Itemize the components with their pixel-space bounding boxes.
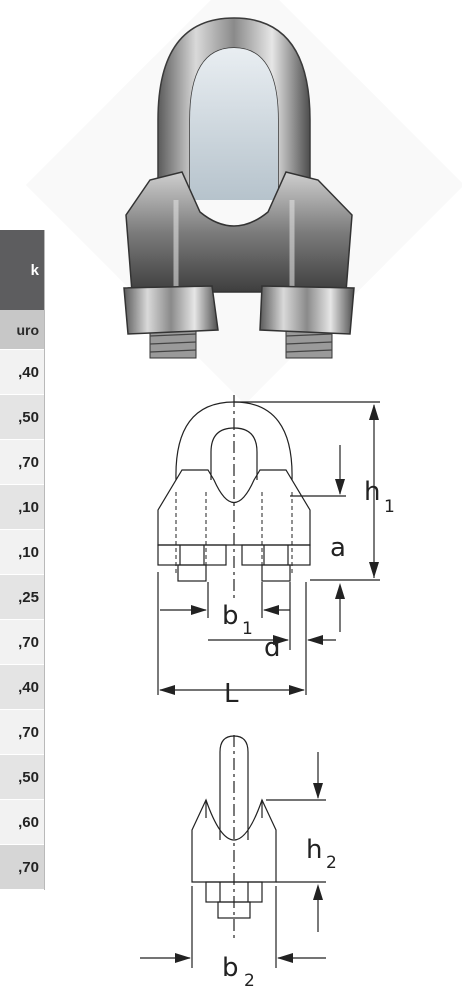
table-row: ,40 [0,665,44,710]
table-subheader: uro [0,310,44,350]
table-row: ,10 [0,530,44,575]
technical-drawing-side: h 2 b 2 [140,735,337,989]
table-row: ,25 [0,575,44,620]
label-h1-sub: 1 [384,497,395,517]
label-h2-sub: 2 [326,853,337,873]
price-table: k uro ,40,50,70,10,10,25,70,40,70,50,60,… [0,230,45,890]
label-h2: h [306,835,322,865]
label-b2-sub: 2 [244,971,255,989]
table-row: ,50 [0,755,44,800]
label-a: a [330,533,346,563]
wire-rope-clip-photo [123,17,355,359]
table-row: ,70 [0,845,44,890]
table-row: ,40 [0,350,44,395]
table-row: ,10 [0,485,44,530]
table-row: ,50 [0,395,44,440]
table-row: ,70 [0,710,44,755]
label-d: d [264,633,281,663]
label-b1: b [222,601,239,631]
table-row: ,70 [0,440,44,485]
technical-drawing-front: h 1 a b 1 d L [157,395,395,709]
table-row: ,70 [0,620,44,665]
table-row: ,60 [0,800,44,845]
label-b2: b [222,953,239,983]
label-b1-sub: 1 [242,619,253,639]
label-L: L [224,679,239,709]
label-h1: h [364,477,380,507]
table-header: k [0,230,44,310]
